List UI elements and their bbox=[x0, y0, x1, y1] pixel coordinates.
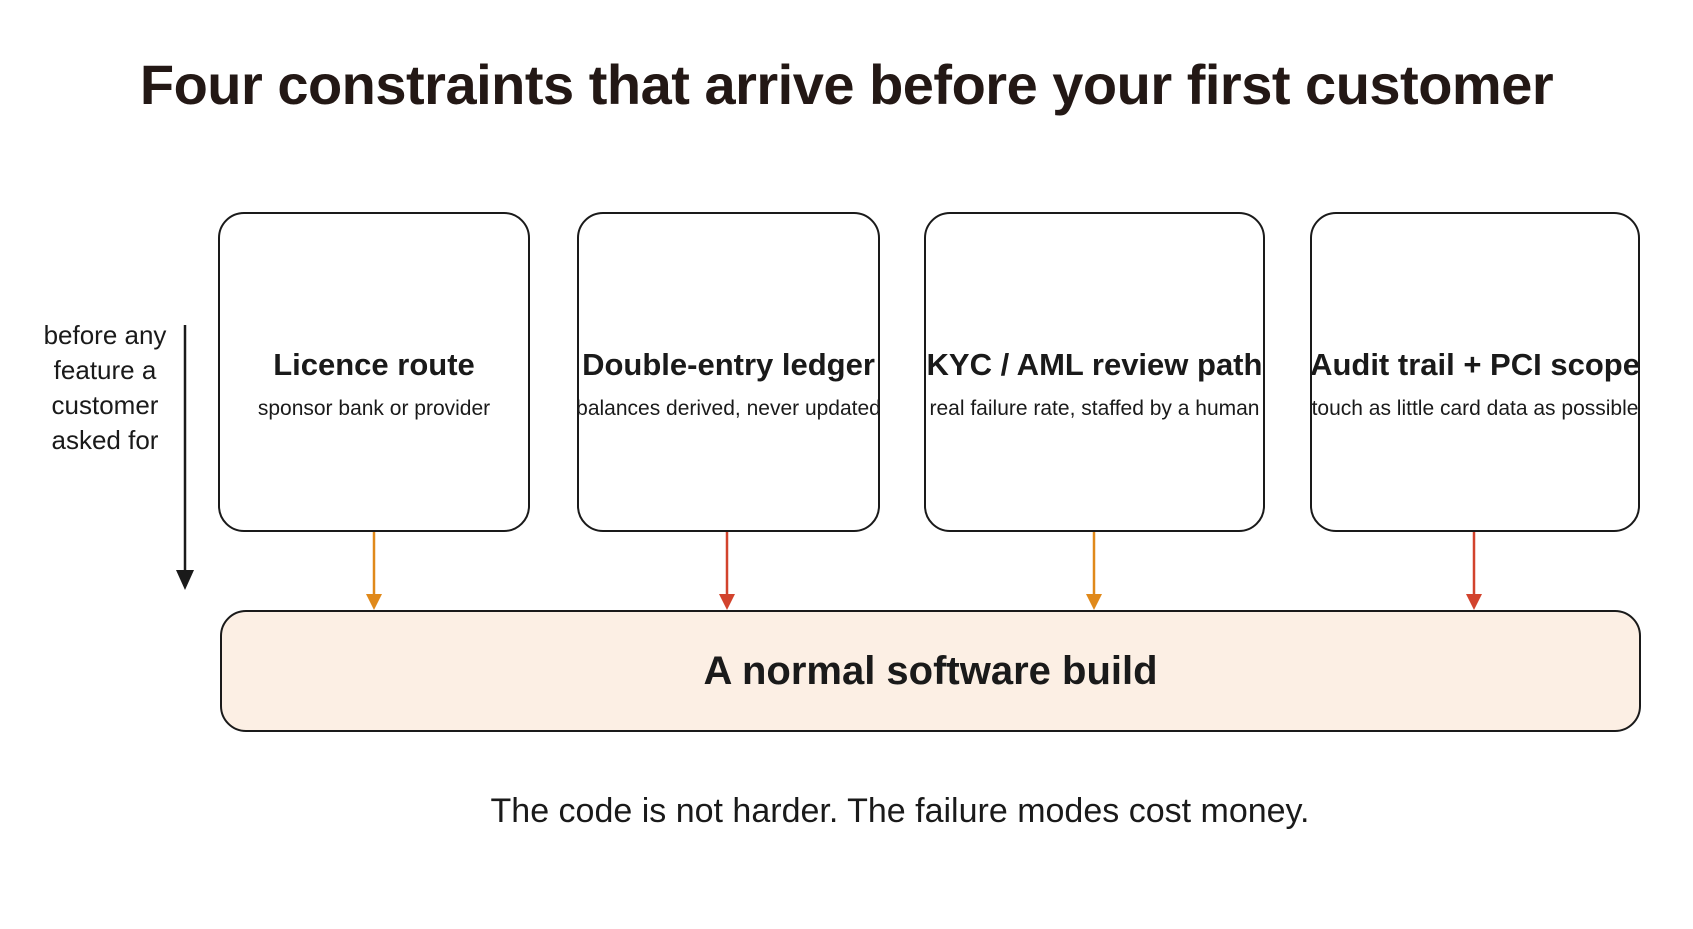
page-title: Four constraints that arrive before your… bbox=[139, 53, 1554, 116]
connector-arrow bbox=[719, 532, 735, 610]
timeline-arrowhead bbox=[176, 570, 194, 590]
constraint-title: Licence route bbox=[273, 347, 475, 382]
timeline-label-line: asked for bbox=[51, 425, 159, 455]
caption: The code is not harder. The failure mode… bbox=[490, 792, 1310, 830]
connector-arrowhead bbox=[1466, 594, 1482, 610]
constraint-box-licence-route: Licence route sponsor bank or provider bbox=[218, 212, 530, 532]
constraint-subtitle: touch as little card data as possible bbox=[1311, 397, 1639, 420]
connector-arrow bbox=[1086, 532, 1102, 610]
constraint-box-audit-trail-pci: Audit trail + PCI scope touch as little … bbox=[1310, 212, 1640, 532]
constraint-title: KYC / AML review path bbox=[926, 347, 1263, 382]
connector-arrowhead bbox=[1086, 594, 1102, 610]
timeline-label: before any feature a customer asked for bbox=[30, 318, 180, 458]
connector-arrowhead bbox=[719, 594, 735, 610]
connector-arrowhead bbox=[366, 594, 382, 610]
constraint-subtitle: balances derived, never updated bbox=[576, 397, 881, 420]
constraint-subtitle: sponsor bank or provider bbox=[257, 397, 491, 420]
timeline-label-line: customer bbox=[51, 390, 159, 420]
constraint-title: Audit trail + PCI scope bbox=[1310, 347, 1640, 382]
connector-arrow bbox=[366, 532, 382, 610]
connector-arrow bbox=[1466, 532, 1482, 610]
software-build-box: A normal software build bbox=[220, 610, 1641, 732]
constraint-title: Double-entry ledger bbox=[582, 347, 875, 382]
software-build-label: A normal software build bbox=[703, 648, 1158, 693]
timeline-label-line: before any bbox=[43, 320, 167, 350]
constraint-subtitle: real failure rate, staffed by a human bbox=[929, 397, 1260, 420]
constraint-box-double-entry-ledger: Double-entry ledger balances derived, ne… bbox=[576, 212, 881, 532]
timeline-arrow bbox=[176, 325, 194, 590]
constraint-box-kyc-aml: KYC / AML review path real failure rate,… bbox=[924, 212, 1265, 532]
timeline-label-line: feature a bbox=[53, 355, 157, 385]
